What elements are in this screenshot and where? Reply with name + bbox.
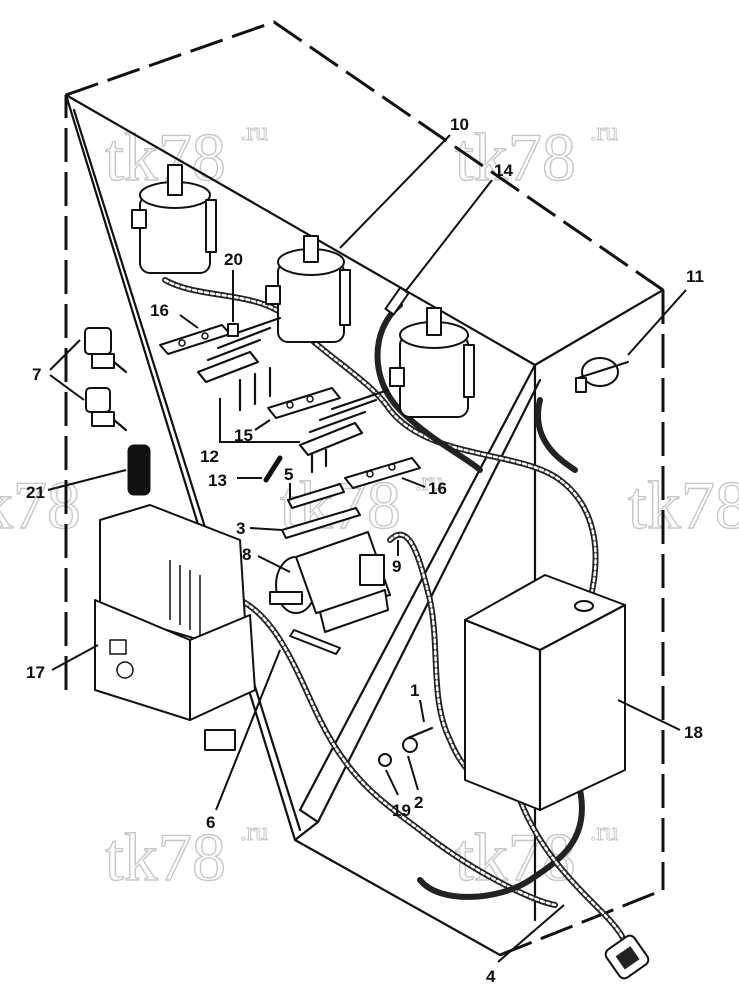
filter-drier[interactable] — [127, 444, 151, 496]
label-3: 3 — [236, 519, 245, 538]
label-19: 19 — [392, 801, 411, 820]
thermostat-switch[interactable] — [575, 357, 630, 393]
watermark-sup-top-right: .ru — [590, 117, 618, 146]
wiring-harness — [162, 277, 628, 948]
label-15: 15 — [234, 426, 253, 445]
label-4: 4 — [486, 967, 496, 986]
label-12: 12 — [200, 447, 219, 466]
fan-motor-top-left[interactable] — [131, 164, 217, 274]
label-16-lower: 16 — [428, 479, 447, 498]
mounting-bracket[interactable] — [281, 507, 361, 539]
label-20: 20 — [224, 250, 243, 269]
watermark-top-right: tk78 — [455, 119, 576, 195]
label-6: 6 — [206, 813, 215, 832]
watermark-mid-left: tk78 — [0, 467, 81, 543]
label-18: 18 — [684, 723, 703, 742]
label-21: 21 — [26, 483, 45, 502]
heater-spring[interactable] — [227, 323, 239, 337]
leader-lines — [47, 134, 687, 963]
label-13: 13 — [208, 471, 227, 490]
label-8: 8 — [242, 545, 251, 564]
heater-probe[interactable] — [263, 455, 283, 483]
watermark-sup-top-left: .ru — [240, 117, 268, 146]
label-1: 1 — [410, 681, 419, 700]
harness-box-loop — [417, 787, 585, 900]
igniter-rod[interactable] — [289, 629, 341, 655]
label-9: 9 — [392, 557, 401, 576]
fan-motor-right[interactable] — [389, 307, 475, 418]
watermark-mid-right: tk78 — [628, 467, 739, 543]
label-7: 7 — [32, 365, 41, 384]
label-16-upper: 16 — [150, 301, 169, 320]
condenser-motor[interactable] — [269, 531, 391, 633]
solenoid-valve-upper[interactable] — [84, 327, 128, 374]
clip-5[interactable] — [287, 483, 345, 509]
control-box[interactable] — [463, 574, 627, 812]
panel-diagonal-inner-edge — [72, 108, 302, 832]
watermark-sup-bottom-right: .ru — [590, 817, 618, 846]
watermark-sup-mid-center: .ru — [415, 467, 443, 496]
solenoid-valve-lower[interactable] — [85, 387, 128, 432]
screw-fitting-1[interactable] — [402, 726, 434, 753]
housing-top-edge-dashed — [65, 20, 664, 292]
housing-bottom-right-dashed — [499, 888, 664, 957]
watermark-sup-bottom-left: .ru — [240, 817, 268, 846]
compressor[interactable] — [94, 504, 256, 751]
terminal-strip-upper[interactable] — [159, 324, 231, 355]
terminal-strip-middle[interactable] — [267, 387, 341, 419]
label-17: 17 — [26, 663, 45, 682]
heater-element-upper[interactable] — [196, 316, 282, 412]
fan-motor-center[interactable] — [265, 235, 351, 343]
label-11: 11 — [686, 267, 704, 286]
label-14: 14 — [494, 161, 513, 180]
label-5: 5 — [284, 465, 293, 484]
terminal-strip-lower[interactable] — [344, 457, 421, 489]
plug-connector[interactable] — [603, 933, 650, 980]
heater-element-lower[interactable] — [298, 388, 390, 474]
watermark-group: tk78 .ru tk78 .ru tk78 tk78 .ru tk78 tk7… — [0, 117, 739, 896]
temperature-sensor[interactable] — [384, 286, 410, 316]
nut-fitting-19[interactable] — [378, 753, 392, 767]
watermark-bottom-left: tk78 — [105, 819, 226, 895]
panel-strip-foot — [293, 820, 320, 842]
label-2: 2 — [414, 793, 423, 812]
part-number-labels: 10 14 11 20 16 7 15 12 13 16 21 5 3 8 9 … — [26, 115, 704, 986]
harness-thermostat — [535, 397, 578, 473]
label-10: 10 — [450, 115, 469, 134]
